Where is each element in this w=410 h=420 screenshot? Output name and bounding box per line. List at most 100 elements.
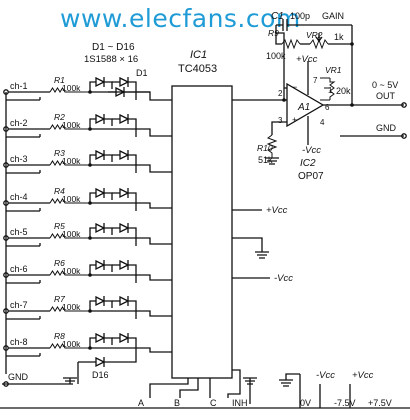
diode-upper-wire [89, 81, 96, 92]
vr1-pot [320, 77, 336, 101]
vcc-neg-label: -Vcc [302, 145, 321, 156]
diode-upper-wire [89, 118, 96, 129]
resistor-name: R3 [54, 148, 65, 158]
terminal-b: B [174, 398, 180, 408]
channel-ic-wire [90, 310, 172, 317]
channel-label: ch-8 [10, 337, 28, 347]
vr1-name: VR1 [325, 65, 342, 75]
diode-rail-wire [104, 192, 113, 200]
diode-icon [119, 332, 130, 344]
channel-ground-wire [6, 208, 41, 212]
watermark: www.elecfans.com [60, 4, 301, 33]
diode-rail-wire [104, 227, 113, 235]
diode-upper-wire [89, 227, 96, 238]
ic2-name: IC2 [300, 158, 316, 169]
line-a [149, 378, 189, 398]
channel-ground-wire [6, 134, 41, 138]
channel-resistor [49, 233, 90, 239]
left-gnd-label: GND [8, 372, 29, 382]
resistor-name: R6 [54, 258, 65, 268]
terminal-a: A [138, 398, 144, 408]
diode-right-wire [112, 118, 137, 137]
resistor-value: 100k [62, 266, 81, 276]
ic1-part: TC4053 [178, 63, 217, 75]
r10-name: R10 [257, 143, 273, 153]
channel-label: ch-5 [10, 227, 28, 237]
diode-rail-wire [104, 264, 113, 272]
channel-resistor [49, 160, 90, 166]
channel-label: ch-4 [10, 192, 28, 202]
supply-wires [299, 374, 351, 408]
bottom-vcc-neg: -Vcc [316, 370, 335, 381]
d1-label: D1 [136, 68, 148, 78]
line-inh [227, 369, 241, 398]
r10-value: 51k [258, 155, 273, 165]
diode-icon [119, 187, 130, 199]
resistor-value: 100k [62, 339, 81, 349]
terminal-inh: INH [232, 398, 248, 408]
terminal-0v: 0V [300, 398, 311, 408]
resistor-name: R2 [54, 112, 65, 122]
channel-ic-wire [90, 274, 172, 281]
c1-name: C1 [271, 11, 284, 22]
diode-icon [95, 149, 106, 161]
diode-icon [119, 295, 130, 307]
resistor-name: R7 [54, 294, 65, 304]
channel-ic-wire [90, 237, 172, 245]
d16-label: D16 [92, 370, 109, 380]
diode-upper-wire [89, 264, 96, 275]
diode-note-line1: D1 ~ D16 [92, 42, 135, 53]
channel-ic-wire [90, 91, 172, 101]
channel-resistor [49, 124, 90, 130]
channel-label: ch-3 [10, 154, 28, 164]
opamp-a1 [286, 82, 325, 128]
terminal-c: C [210, 398, 217, 408]
diode-rail-wire [104, 118, 113, 126]
gain-label: GAIN [322, 11, 344, 21]
channel-ic-wire [90, 202, 172, 209]
channel-ic-wire [90, 128, 172, 137]
resistor-name: R4 [54, 186, 65, 196]
ic1-vcc-neg-label: -Vcc [274, 273, 293, 284]
pin-6: 6 [325, 103, 330, 112]
channel-resistor [49, 198, 90, 204]
output-gnd-label: GND [376, 123, 397, 133]
channel-ground-wire [6, 170, 41, 174]
channel-label: ch-1 [10, 81, 28, 91]
opamp-name: A1 [297, 102, 310, 113]
svg-text:+: + [292, 115, 297, 125]
vr2-name: VR2 [306, 30, 323, 40]
output-range: 0 ~ 5V [372, 80, 398, 90]
diode-icon [119, 113, 130, 125]
diode-right-wire [112, 227, 137, 246]
resistor-name: R5 [54, 221, 65, 231]
diode-rail-wire [104, 81, 113, 89]
channel-ground-wire [6, 97, 41, 101]
left-ground-icon [2, 377, 77, 385]
ic1-vcc-pos-label: +Vcc [266, 205, 288, 216]
channel-ic-wire [90, 347, 172, 353]
diode-right-wire [112, 154, 137, 173]
diode-upper-wire [89, 300, 96, 311]
vr2-wiper [315, 33, 352, 45]
supply-ground-icon [279, 373, 300, 387]
diode-icon [95, 295, 106, 307]
diode-icon [95, 332, 106, 344]
ic1-body [171, 85, 233, 379]
r10-resistor [266, 134, 278, 158]
channel-resistor [49, 306, 90, 312]
diode-right-wire [112, 264, 137, 283]
diode-icon [119, 149, 130, 161]
channel-rows: ch-1R1100kch-2R2100kch-3R3100kch-4R4100k… [3, 75, 172, 384]
diode-icon [95, 222, 106, 234]
vr1-value: 20k [336, 86, 351, 96]
r9-left-wire [275, 33, 282, 45]
diode-icon [119, 222, 130, 234]
resistor-name: R1 [54, 75, 65, 85]
ic2-part: OP07 [298, 171, 324, 182]
c1-capacitor [275, 19, 352, 33]
channel-label: ch-2 [10, 118, 28, 128]
inverting-input-wire [276, 32, 287, 101]
bottom-vcc-pos: +Vcc [352, 370, 374, 381]
